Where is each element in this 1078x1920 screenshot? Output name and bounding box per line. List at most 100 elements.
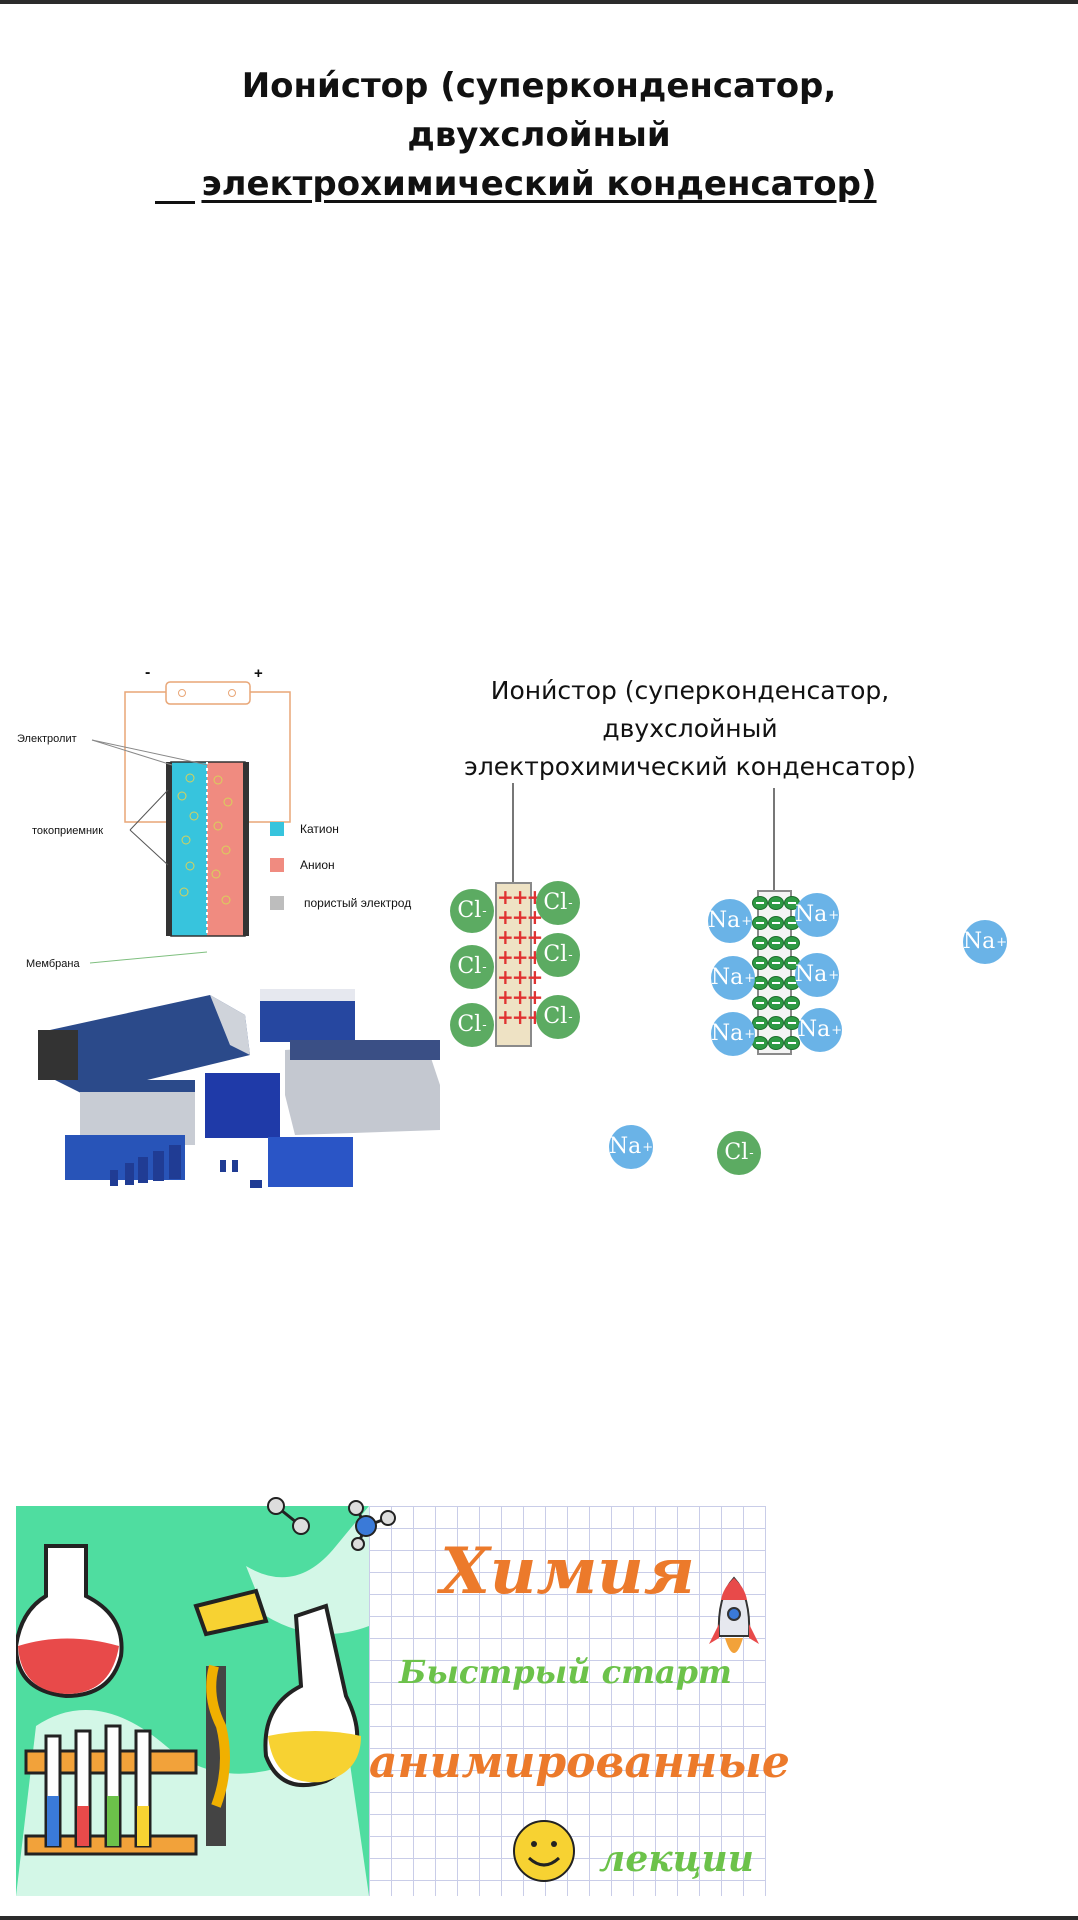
sodium-ion: Na+	[708, 899, 752, 943]
chloride-ion-free: Cl-	[717, 1131, 761, 1175]
minus-charge	[768, 1016, 784, 1030]
minus-terminal: -	[145, 664, 151, 681]
module-box	[205, 1073, 280, 1138]
minus-charge	[752, 896, 768, 910]
sodium-ion: Na+	[795, 953, 839, 997]
minus-charge	[768, 896, 784, 910]
minus-charge	[768, 976, 784, 990]
pointer-electrolyte	[91, 739, 173, 766]
minus-charge	[752, 956, 768, 970]
products-drawing	[38, 989, 440, 1188]
label-electrolyte: Электролит	[17, 733, 77, 745]
cation-mark	[181, 835, 191, 845]
title-line-3: электрохимический конденсатор)	[201, 164, 877, 204]
module-large	[45, 995, 250, 1095]
banner-illustration	[16, 1506, 369, 1896]
cation-mark	[177, 791, 187, 801]
module-top-right	[260, 997, 355, 1042]
plus-row: +++	[497, 965, 543, 989]
banner-title: Химия	[440, 1534, 695, 1609]
minus-charge	[768, 996, 784, 1010]
anion-mark	[221, 845, 231, 855]
chloride-ion: Cl-	[450, 1003, 494, 1047]
plus-row: +++	[497, 905, 543, 929]
course-banner: Химия Быстрый старт анимированные лекции	[16, 1497, 790, 1896]
molecule-icon	[267, 1497, 396, 1551]
plus-row: +++	[497, 885, 543, 909]
label-collector: токоприемник	[32, 825, 104, 837]
top-border	[0, 0, 1078, 4]
sodium-ion: Na+	[711, 1012, 755, 1056]
schematic-drawing	[89, 681, 291, 964]
collector-left	[166, 762, 172, 936]
anion-mark	[213, 775, 223, 785]
diagram-title-line-2: двухслойный	[602, 714, 778, 743]
chloride-ion: Cl-	[536, 995, 580, 1039]
legend-label-electrode: пористый электрод	[304, 896, 412, 910]
test-tube-pouring	[193, 1588, 269, 1637]
minus-charge	[752, 936, 768, 950]
label-membrane: Мембрана	[26, 958, 80, 970]
sodium-ion-free: Na+	[963, 920, 1007, 964]
supercapacitor-schematic: - + Электролит токоприемник Мембрана Кат…	[0, 664, 430, 970]
banner-subtitle: Быстрый старт	[399, 1653, 732, 1691]
minus-charge	[768, 956, 784, 970]
page-title: Иони́стор (суперконденсатор, двухслойный…	[100, 62, 978, 209]
smiley-icon	[513, 1820, 575, 1882]
load-terminal-left	[178, 689, 186, 697]
load-terminal-right	[228, 689, 236, 697]
legend-label-anion: Анион	[300, 858, 335, 872]
anode-side	[207, 762, 245, 936]
wire-negative-electrode	[773, 788, 775, 890]
minus-charge	[752, 916, 768, 930]
anion-mark	[213, 821, 223, 831]
chloride-ion: Cl-	[450, 945, 494, 989]
chloride-ion: Cl-	[536, 933, 580, 977]
ion-diagram-title: Иони́стор (суперконденсатор, двухслойный…	[440, 672, 940, 786]
legend-swatch-electrode	[270, 896, 284, 910]
title-line-1: Иони́стор (суперконденсатор,	[241, 66, 837, 106]
minus-charge	[784, 936, 800, 950]
diagram-title-line-1: Иони́стор (суперконденсатор,	[490, 676, 890, 705]
supercapacitor-products-image	[30, 985, 445, 1210]
minus-charge	[784, 996, 800, 1010]
sodium-ion-free: Na+	[609, 1125, 653, 1169]
title-line-2: двухслойный	[407, 115, 671, 155]
minus-charge	[768, 916, 784, 930]
plus-row: +++	[497, 985, 543, 1009]
plus-terminal: +	[254, 665, 263, 682]
pouring-liquid	[206, 1664, 230, 1808]
plus-row: +++	[497, 925, 543, 949]
wire-positive-electrode	[512, 783, 514, 883]
minus-charge	[752, 996, 768, 1010]
module-flat	[268, 1137, 353, 1187]
pointer-membrane	[89, 951, 208, 964]
anion-mark	[223, 797, 233, 807]
positive-electrode	[495, 882, 532, 1047]
chloride-ion: Cl-	[450, 889, 494, 933]
pointer-collector-2	[129, 829, 169, 866]
collector-right	[243, 762, 249, 936]
sodium-ion: Na+	[711, 956, 755, 1000]
minus-charge	[784, 1036, 800, 1050]
legend-label-cation: Катион	[300, 822, 339, 836]
legend-swatch-cation	[270, 822, 284, 836]
banner-text-panel: Химия Быстрый старт анимированные лекции	[369, 1506, 790, 1896]
cathode-side	[171, 762, 207, 936]
anion-mark	[221, 895, 231, 905]
module-right	[285, 1040, 440, 1135]
cation-mark	[185, 773, 195, 783]
cation-mark	[189, 811, 199, 821]
anion-mark	[211, 869, 221, 879]
plus-row: +++	[497, 1005, 543, 1029]
negative-charge-layer	[752, 896, 800, 1051]
sodium-ion: Na+	[795, 893, 839, 937]
minus-charge	[768, 936, 784, 950]
title-underline-extension	[155, 201, 195, 204]
legend-swatch-anion	[270, 858, 284, 872]
plus-row: +++	[497, 945, 543, 969]
sodium-ion: Na+	[798, 1008, 842, 1052]
lab-glassware-illustration	[16, 1506, 369, 1896]
diagram-title-line-3: электрохимический конденсатор)	[464, 752, 916, 781]
cation-mark	[179, 887, 189, 897]
